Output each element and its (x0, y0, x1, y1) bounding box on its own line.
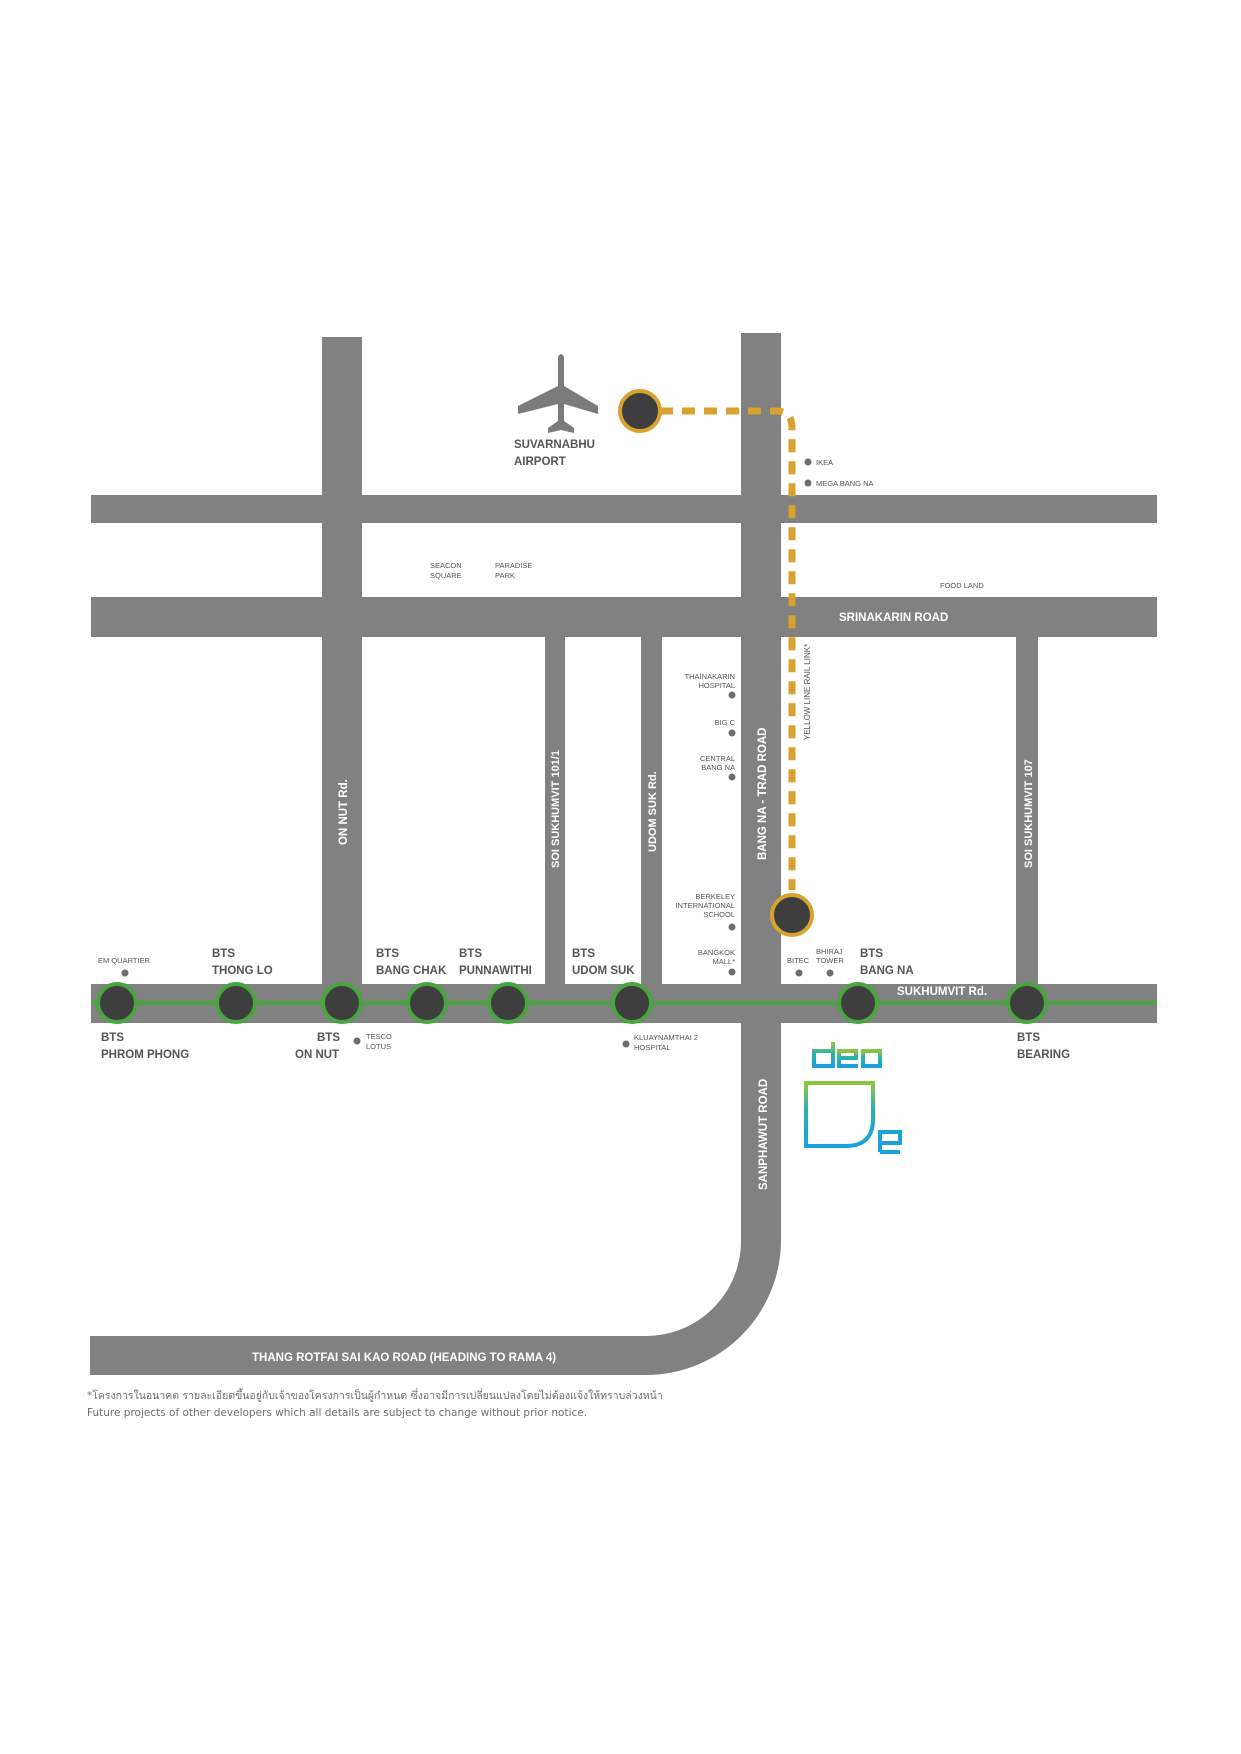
road-bang-na-trad-upper (741, 333, 781, 985)
label-srinakarin-road: SRINAKARIN ROAD (839, 612, 948, 624)
poi-label-ikea: IKEA (816, 458, 833, 467)
poi-dot-em-quartier (121, 969, 129, 977)
bts-station-punnawithi[interactable] (487, 982, 529, 1024)
station-label-udom-suk-2: UDOM SUK (572, 965, 635, 977)
station-label-udom-suk-1: BTS (572, 948, 595, 960)
poi-label-bangkok-mall-1: BANGKOK (698, 948, 735, 957)
station-label-on-nut-2: ON NUT (295, 1049, 339, 1061)
poi-label-seacon-2: SQUARE (430, 571, 462, 580)
yellow-line-station-bang-na[interactable] (770, 893, 814, 937)
yellow-line-station-airport[interactable] (618, 389, 662, 433)
disclaimer-thai: *โครงการในอนาคต รายละเอียดขึ้นอยู่กับเจ้… (87, 1390, 663, 1402)
road-on-nut (322, 337, 362, 984)
ideo-o2-logo: ideo (804, 1042, 902, 1154)
station-label-bang-na-2: BANG NA (860, 965, 914, 977)
airport-label-line2: AIRPORT (514, 456, 566, 468)
station-label-thong-lo-1: BTS (212, 948, 235, 960)
station-label-punnawithi-2: PUNNAWITHI (459, 965, 532, 977)
bts-station-on-nut[interactable] (321, 982, 363, 1024)
road-sanphawut (90, 1020, 781, 1375)
bts-station-bearing[interactable] (1006, 982, 1048, 1024)
station-label-phrom-phong-1: BTS (101, 1032, 124, 1044)
station-label-bang-na-1: BTS (860, 948, 883, 960)
station-label-bearing-2: BEARING (1017, 1049, 1070, 1061)
poi-label-bhiraj-1: BHIRAJ (816, 947, 843, 956)
poi-label-paradise-1: PARADISE (495, 561, 532, 570)
poi-label-berkeley-3: SCHOOL (703, 910, 735, 919)
poi-label-big-c: BIG C (715, 718, 736, 727)
station-label-thong-lo-2: THONG LO (212, 965, 273, 977)
label-sanphawut-road: SANPHAWUT ROAD (758, 1079, 770, 1190)
poi-label-central-1: CENTRAL (700, 754, 735, 763)
bts-station-bang-na[interactable] (837, 982, 879, 1024)
road-srinakarin (91, 597, 1157, 637)
poi-label-bangkok-mall-2: MALL* (712, 957, 735, 966)
poi-label-thainakarin-1: THAINAKARIN (685, 672, 735, 681)
bts-station-bang-chak[interactable] (406, 982, 448, 1024)
poi-label-thainakarin-2: HOSPITAL (698, 681, 735, 690)
label-bang-na-trad-road: BANG NA - TRAD ROAD (757, 728, 769, 860)
poi-label-tesco-2: LOTUS (366, 1042, 391, 1051)
road-udom-suk (641, 637, 662, 984)
poi-dot-mega-bang-na (804, 479, 812, 487)
station-label-phrom-phong-2: PHROM PHONG (101, 1049, 189, 1061)
airplane-icon (518, 354, 598, 433)
poi-dot-big-c (728, 729, 736, 737)
poi-dot-bitec (795, 969, 803, 977)
poi-label-kluaynamthai-2: HOSPITAL (634, 1043, 671, 1052)
airport-label-line1: SUVARNABHU (514, 439, 595, 451)
yellow-line-rail-link (660, 407, 796, 890)
bts-station-thong-lo[interactable] (215, 982, 257, 1024)
poi-label-central-2: BANG NA (701, 763, 735, 772)
station-label-bang-chak-2: BANG CHAK (376, 965, 447, 977)
poi-label-em-quartier: EM QUARTIER (98, 956, 151, 965)
poi-label-food-land: FOOD LAND (940, 581, 984, 590)
label-soi-101-1: SOI SUKHUMVIT 101/1 (550, 750, 562, 868)
disclaimer-english: Future projects of other developers whic… (87, 1407, 588, 1419)
poi-label-berkeley-1: BERKELEY (695, 892, 735, 901)
label-on-nut-road: ON NUT Rd. (338, 779, 350, 845)
station-label-punnawithi-1: BTS (459, 948, 482, 960)
road-soi-101-1 (545, 637, 565, 984)
label-soi-107: SOI SUKHUMVIT 107 (1023, 759, 1035, 868)
station-label-bang-chak-1: BTS (376, 948, 399, 960)
label-udom-suk-road: UDOM SUK Rd. (647, 771, 659, 852)
poi-dot-kluaynamthai (622, 1040, 630, 1048)
poi-dot-central-bang-na (728, 773, 736, 781)
poi-dot-ikea (804, 458, 812, 466)
disclaimer: *โครงการในอนาคต รายละเอียดขึ้นอยู่กับเจ้… (87, 1388, 663, 1422)
poi-label-tesco-1: TESCO (366, 1032, 392, 1041)
poi-label-bitec: BITEC (787, 956, 810, 965)
poi-label-berkeley-2: INTERNATIONAL (676, 901, 735, 910)
station-label-on-nut-1: BTS (317, 1032, 340, 1044)
label-yellow-line: YELLOW LINE RAIL LINK* (803, 644, 812, 740)
poi-dot-bhiraj-tower (826, 969, 834, 977)
poi-label-mega-bang-na: MEGA BANG NA (816, 479, 874, 488)
label-sukhumvit-road: SUKHUMVIT Rd. (897, 986, 987, 998)
poi-dot-tesco-lotus (353, 1037, 361, 1045)
station-label-bearing-1: BTS (1017, 1032, 1040, 1044)
road-upper-horizontal (91, 495, 1157, 523)
poi-label-bhiraj-2: TOWER (816, 956, 844, 965)
bts-station-phrom-phong[interactable] (96, 982, 138, 1024)
poi-label-seacon-1: SEACON (430, 561, 462, 570)
poi-dot-bangkok-mall (728, 968, 736, 976)
road-soi-107 (1016, 637, 1038, 984)
poi-label-paradise-2: PARK (495, 571, 515, 580)
poi-dot-berkeley (728, 923, 736, 931)
bts-station-udom-suk[interactable] (611, 982, 653, 1024)
poi-label-kluaynamthai-1: KLUAYNAMTHAI 2 (634, 1033, 698, 1042)
label-thang-rotfai-road: THANG ROTFAI SAI KAO ROAD (HEADING TO RA… (252, 1352, 556, 1364)
poi-dot-thainakarin (728, 691, 736, 699)
